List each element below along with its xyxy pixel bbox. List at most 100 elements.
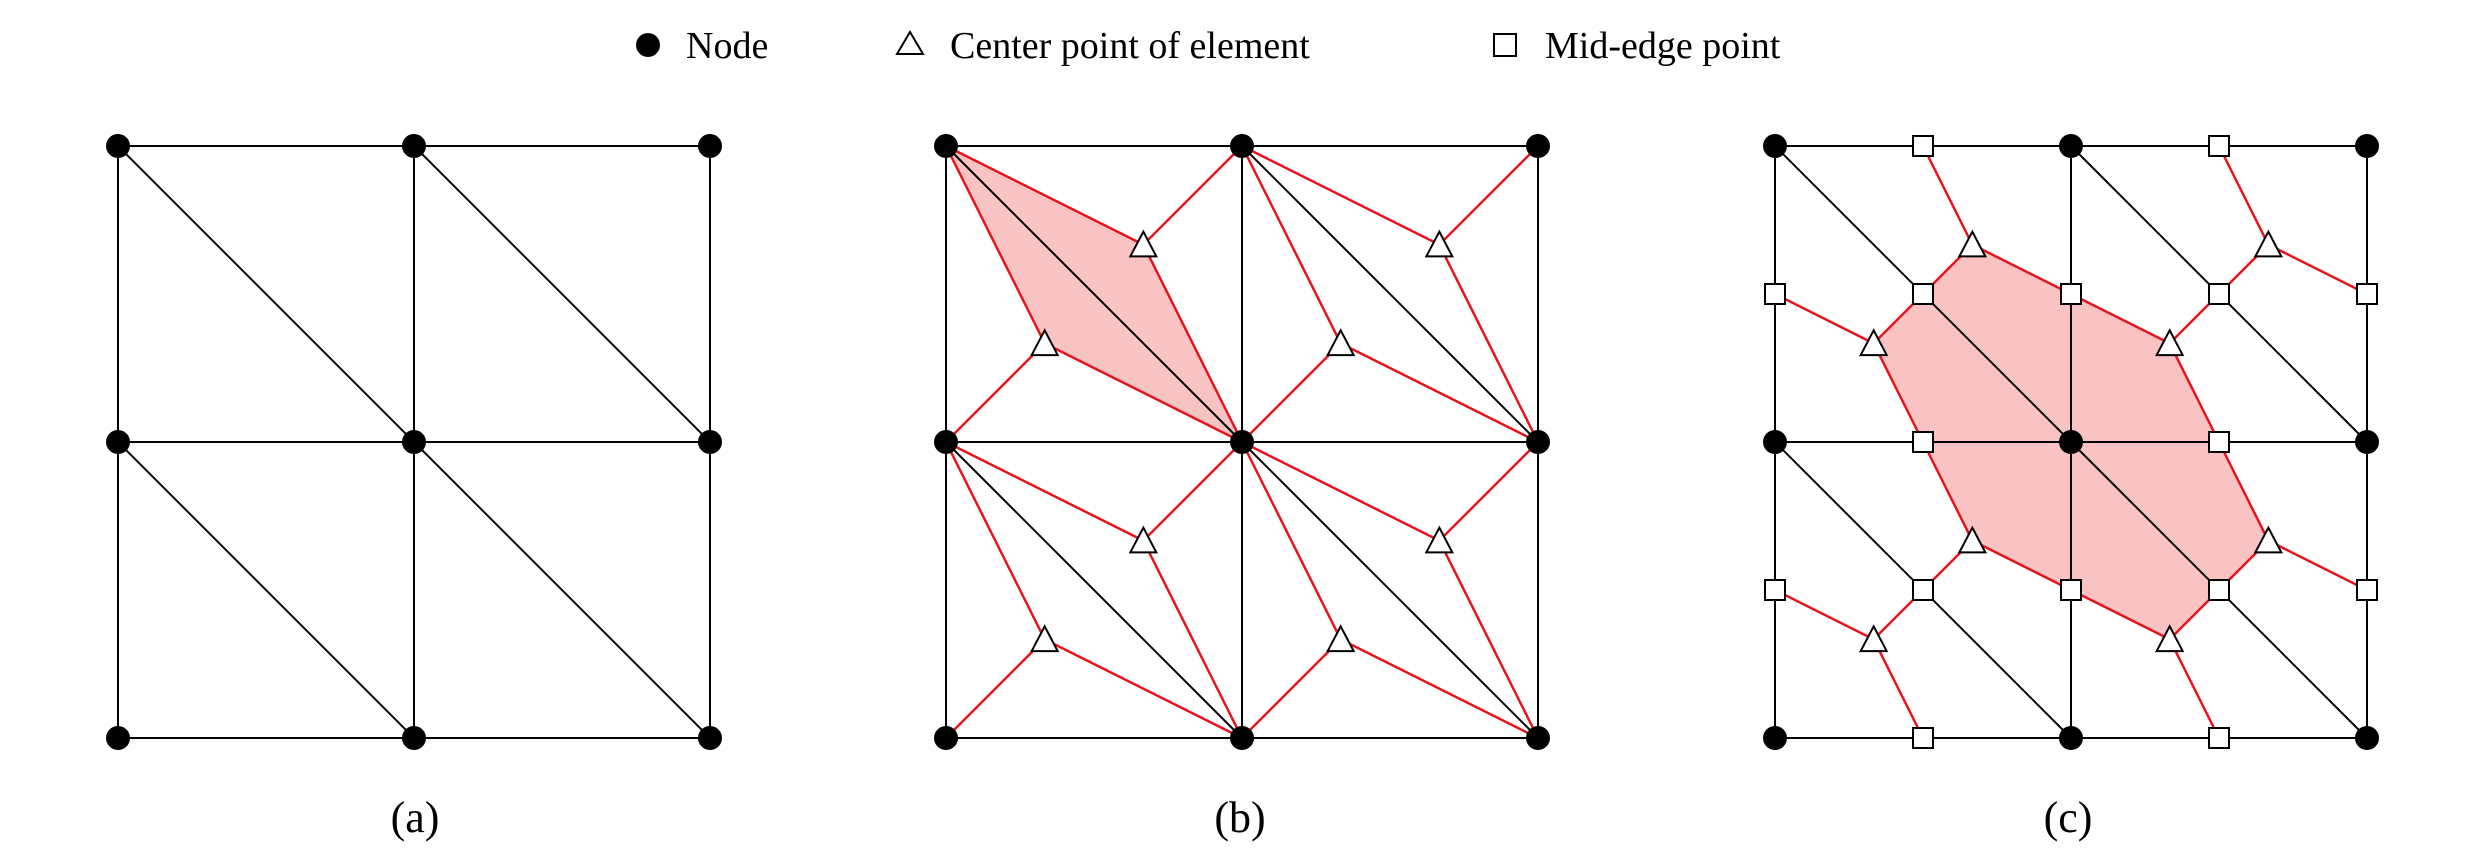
panel-b-center-point-icon [1424,525,1454,554]
panel-a-caption: (a) [391,793,440,842]
node-legend-label: Node [686,25,768,67]
panel-c-center-point-icon [2253,229,2283,258]
panel-c-smoothing-edge [1774,588,1875,641]
panel-b-smoothing-edge [945,638,1046,739]
panel-c-mid-edge-icon [2208,283,2230,305]
panel-b-node [934,134,958,158]
panel-c-node [2059,726,2083,750]
panel-c-node [2355,430,2379,454]
panel-b-center-point-icon [1030,328,1060,357]
panel-b-mesh-diagonal [1241,145,1539,443]
panel-b-center-point-icon [1128,229,1158,258]
panel-c-node [1763,726,1787,750]
panel-b-center-point-icon [1424,229,1454,258]
panel-c-mid-edge-icon [2208,727,2230,749]
panel-c-mid-edge-icon [1764,579,1786,601]
panel-a-node [402,134,426,158]
panel-b-node [1230,430,1254,454]
panel-c-node [2355,134,2379,158]
panel-c-mid-edge-icon [1912,727,1934,749]
panel-c-mid-edge-icon [1764,283,1786,305]
panel-b-smoothing-edge [1240,441,1342,640]
panel-c-mid-edge-icon [1912,135,1934,157]
panel-c-mid-edge-icon [1912,283,1934,305]
panel-c-center-point-icon [1859,328,1889,357]
panel-c-smoothing-edge [2168,342,2221,443]
panel-c [1763,134,2379,750]
mid-edge-legend-label: Mid-edge point [1545,25,1781,67]
center-point-legend-icon [895,30,925,55]
panel-b-smoothing-edge [1241,440,1440,542]
panel-c-node [2059,134,2083,158]
panel-a-mesh-diagonal [117,145,415,443]
panel-b-smoothing-edge [1142,540,1244,739]
panel-b-node [1230,134,1254,158]
panel-b-node [934,430,958,454]
panel-b-smoothing-edge [1438,441,1539,542]
panel-b-mesh-diagonal [1241,441,1539,739]
panel-b-mesh-diagonal [945,145,1243,443]
panel-b-smoothing-edge [1241,342,1342,443]
panel-c-mid-edge-icon [2208,579,2230,601]
panel-b-smoothing-edge [944,441,1046,640]
panel-c-mid-edge-icon [2356,579,2378,601]
panel-b-smoothing-edge [944,145,1046,344]
panel-c-center-point-icon [1957,525,1987,554]
panel-a-node [106,430,130,454]
panel-c-marker-layer [1763,134,2379,750]
panel-c-node [2355,726,2379,750]
panel-c-mid-edge-icon [1912,431,1934,453]
panel-b-node [1230,726,1254,750]
panel-b-center-point-icon [1030,624,1060,653]
panel-c-center-point-icon [1859,624,1889,653]
panel-b-node [1526,134,1550,158]
legend: Node Center point of element Mid-edge po… [636,25,1781,67]
panel-b-smoothing-edge [1044,638,1243,740]
panel-c-smoothing-edge [1921,145,1974,246]
panel-b-node [934,726,958,750]
panel-b-smoothing-layer [944,144,1540,740]
panel-b-smoothing-edge [1044,342,1243,444]
panel-c-smoothing-edge [2217,441,2270,542]
panel-c-mid-edge-icon [2208,135,2230,157]
panel-b-center-point-icon [1326,624,1356,653]
panel-a-node [698,134,722,158]
panel-b-center-point-icon [1326,328,1356,357]
panel-b-smoothing-edge [1438,540,1540,739]
panel-c-smoothing-edge [1971,243,2072,296]
panel-c-smoothing-edge [2267,243,2368,296]
node-legend-icon [636,33,660,57]
panel-a-marker-layer [106,134,722,750]
panel-a-mesh-diagonal [117,441,415,739]
panel-b-smoothing-edge [1438,244,1540,443]
panel-b-smoothing-edge [1142,244,1244,443]
panel-c-smoothing-edge [1872,638,1925,739]
panel-a-node [402,726,426,750]
panel-c-mid-edge-icon [1912,579,1934,601]
panel-c-smoothing-edge [1774,292,1875,345]
panel-c-smoothing-edge [2217,145,2270,246]
panel-c-center-point-icon [1957,229,1987,258]
panel-b-smoothing-edge [945,144,1144,246]
panel-c-smoothing-edge [2070,588,2171,641]
panel-a-node [698,430,722,454]
panel-b-caption: (b) [1214,793,1265,842]
panel-c-smoothing-edge [2168,638,2221,739]
panel-b-smoothing-edge [1241,638,1342,739]
panel-a-node [106,726,130,750]
panel-b-smoothing-edge [945,342,1046,443]
panel-a-node [698,726,722,750]
panel-c-center-point-icon [2155,624,2185,653]
panel-a [106,134,722,750]
panel-c-mid-edge-icon [2356,283,2378,305]
panel-c-smoothing-edge [2070,292,2171,345]
center-point-legend-label: Center point of element [950,25,1310,67]
panel-c-center-point-icon [2155,328,2185,357]
panel-b-smoothing-edge [1240,145,1342,344]
panel-b-smoothing-edge [1340,342,1539,444]
panel-c-smoothing-edge [1872,342,1925,443]
panel-c-smoothing-edge [1971,539,2072,592]
panel-c-mid-edge-icon [2060,579,2082,601]
